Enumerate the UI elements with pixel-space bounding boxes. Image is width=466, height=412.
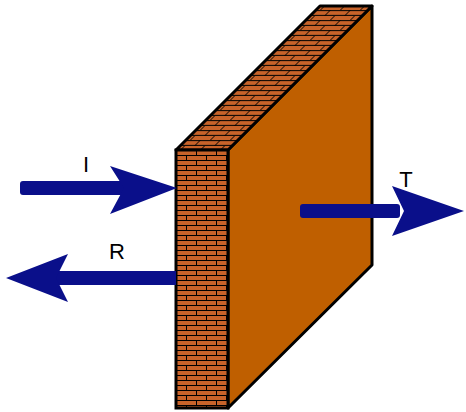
arrow-label: R bbox=[109, 241, 125, 263]
incident-arrow bbox=[20, 166, 177, 214]
wall-top bbox=[176, 6, 372, 150]
reflected-arrow bbox=[6, 254, 176, 302]
arrow-label: T bbox=[399, 169, 412, 191]
transmitted-arrow bbox=[300, 186, 464, 236]
arrow-label: I bbox=[83, 154, 89, 176]
wall-edge bbox=[176, 150, 228, 408]
